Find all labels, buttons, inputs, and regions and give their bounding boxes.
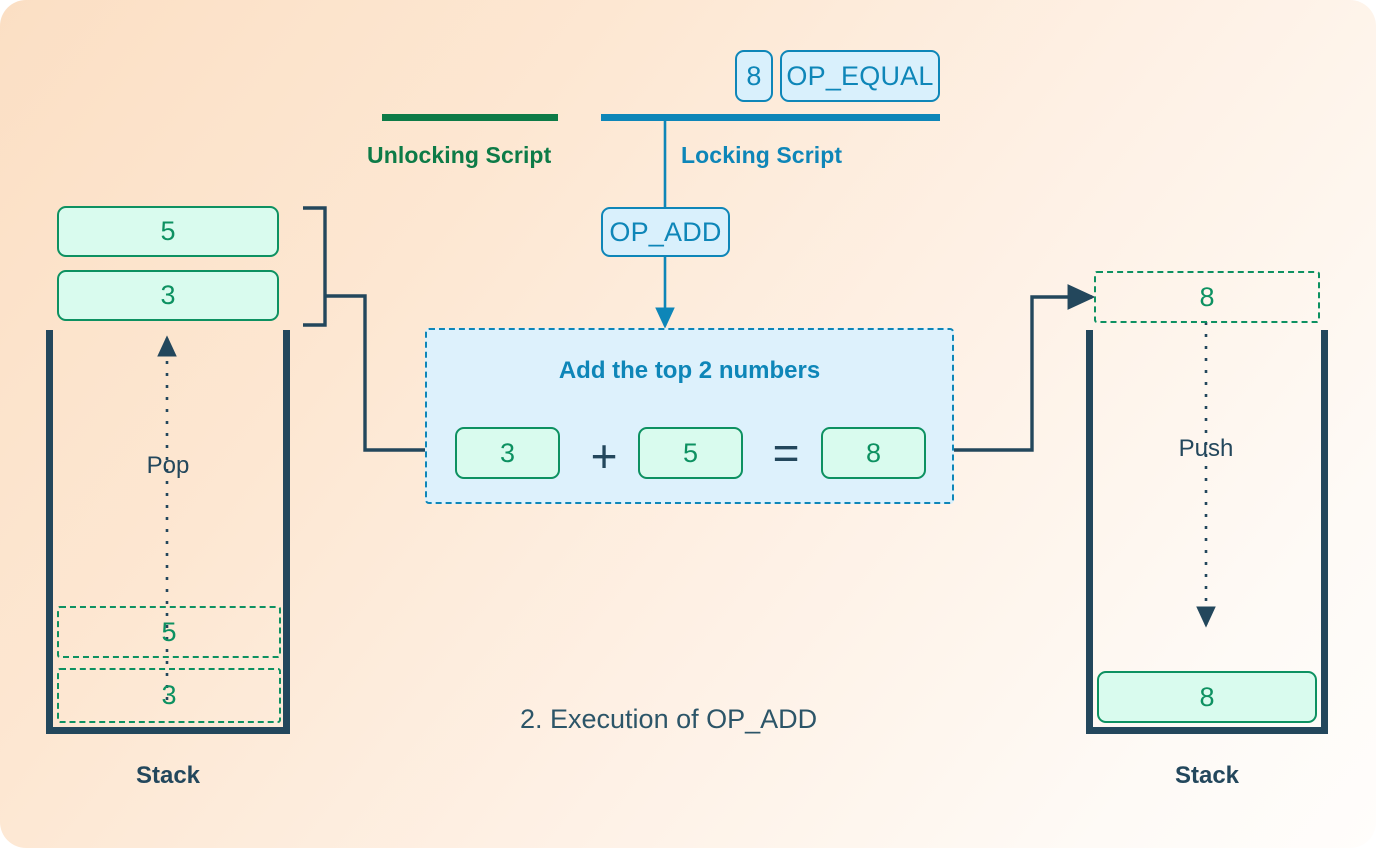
compute-operand-a-label: 3: [499, 437, 516, 468]
unlocking-script-bar: [382, 114, 558, 121]
right-stack-caption: Stack: [1174, 762, 1240, 789]
compute-to-push-connector: [950, 284, 1096, 452]
right-stack-operation-label: Push: [1178, 435, 1234, 462]
popped-value-3-label: 3: [160, 280, 176, 310]
compute-plus-symbol: +: [590, 430, 618, 482]
unlocking-script-label: Unlocking Script: [367, 142, 552, 168]
compute-result-label: 8: [865, 437, 882, 468]
popped-value-5-label: 5: [160, 216, 176, 246]
compute-operand-a: 3: [455, 427, 560, 479]
locking-script-bar: [601, 114, 940, 121]
ghost-value-3-label: 3: [161, 680, 177, 710]
pushed-value-box-8: 8: [1097, 671, 1317, 723]
left-stack-container: [46, 330, 290, 734]
pushed-value-8-label: 8: [1199, 681, 1215, 712]
ghost-value-box-3: 3: [57, 668, 281, 723]
compute-result: 8: [821, 427, 926, 479]
locking-op-chip-8[interactable]: 8: [735, 50, 773, 102]
left-stack-caption: Stack: [135, 762, 201, 789]
popped-value-box-5: 5: [57, 206, 279, 257]
pop-to-compute-connector: [325, 294, 425, 452]
diagram-caption: 2. Execution of OP_ADD: [520, 704, 818, 734]
current-op-chip-op-add[interactable]: OP_ADD: [601, 207, 730, 257]
locking-op-chip-8-label: 8: [746, 60, 762, 91]
compute-panel: Add the top 2 numbers 3 + 5 = 8: [425, 328, 954, 504]
incoming-value-box-8: 8: [1094, 271, 1320, 323]
popped-value-box-3: 3: [57, 270, 279, 321]
right-stack-container: [1086, 330, 1328, 734]
compute-equals-symbol: =: [772, 427, 800, 479]
locking-op-chip-op-equal-label: OP_EQUAL: [786, 60, 934, 91]
compute-panel-title: Add the top 2 numbers: [558, 357, 821, 384]
pop-bracket: [303, 206, 327, 327]
locking-script-label: Locking Script: [681, 142, 843, 168]
left-stack-operation-label: Pop: [146, 452, 190, 479]
ghost-value-5-label: 5: [161, 616, 177, 647]
compute-operand-b-label: 5: [682, 437, 699, 468]
ghost-value-box-5: 5: [57, 606, 281, 658]
incoming-value-8-label: 8: [1199, 281, 1215, 312]
locking-op-chip-op-equal[interactable]: OP_EQUAL: [780, 50, 940, 102]
compute-operand-b: 5: [638, 427, 743, 479]
current-op-chip-label: OP_ADD: [609, 216, 722, 247]
